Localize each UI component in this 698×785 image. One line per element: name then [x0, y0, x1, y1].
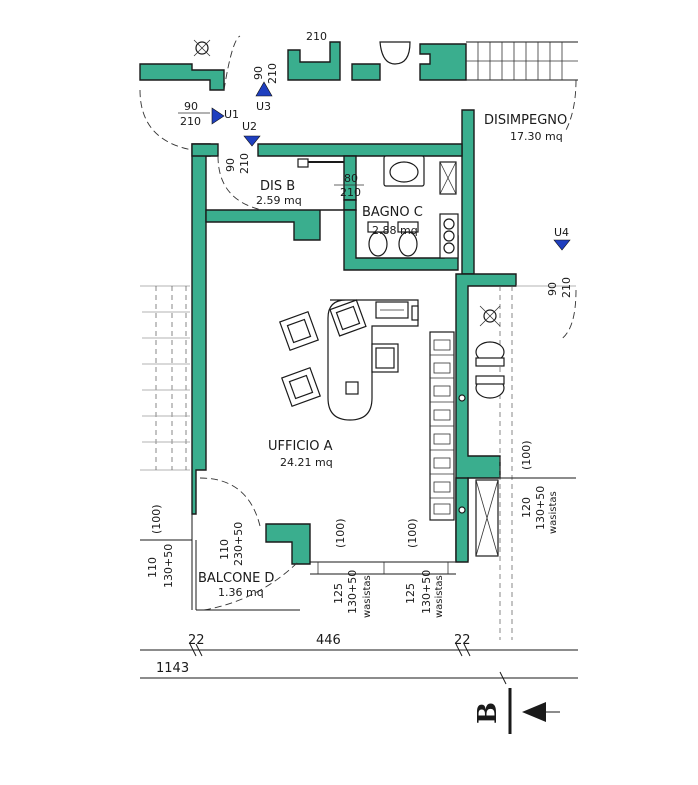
right-window-w1: 120	[520, 497, 533, 518]
wall-top-left	[139, 63, 225, 91]
wall-dis-bottom	[205, 199, 357, 241]
ceiling-light-icon	[193, 39, 211, 57]
outlet-icon	[411, 305, 419, 321]
room-dis-b-name: DIS B	[260, 179, 295, 194]
right-window-w2: 130+50	[534, 486, 547, 530]
dim-right: 22	[454, 633, 471, 648]
marker-u4-icon	[553, 239, 571, 251]
balcone-door-w1: 110	[218, 539, 231, 560]
bagno-door-width: 80	[344, 172, 358, 185]
wall-bottom-left	[265, 523, 311, 565]
furniture	[193, 39, 505, 557]
right-cabinet	[475, 479, 499, 557]
dim-left: 22	[188, 633, 205, 648]
marker-u1-icon	[211, 107, 225, 125]
wall-top-mid	[351, 63, 381, 81]
dim-total: 1143	[156, 661, 189, 676]
marker-u2-label: U2	[242, 120, 257, 133]
left-window-w2: 130+50	[162, 544, 175, 588]
section-arrow	[522, 702, 546, 722]
u3-height: 210	[266, 63, 279, 84]
window2-w1: 125	[404, 583, 417, 604]
u2-height: 210	[238, 153, 251, 174]
armchair-icon	[329, 299, 367, 337]
right-window-w3: wasistas	[548, 491, 559, 534]
room-disimpegno-area: 17.30 mq	[510, 130, 563, 143]
window1-w2: 130+50	[346, 570, 359, 614]
marker-u3-label: U3	[256, 100, 271, 113]
walls	[139, 41, 517, 565]
marker-u2-icon	[243, 135, 261, 147]
u1-width: 90	[184, 100, 198, 113]
wall-left-outer	[191, 143, 211, 515]
window2-paren: (100)	[406, 518, 419, 548]
u3-width: 90	[252, 66, 265, 80]
side-chair-2-icon	[475, 375, 505, 399]
shower-icon	[439, 161, 457, 195]
wall-vertical-center	[461, 109, 475, 275]
window2-w3: wasistas	[434, 575, 445, 618]
marker-u3-icon	[255, 81, 273, 97]
valve-icon	[458, 506, 466, 514]
wc-icon	[367, 221, 389, 257]
balcone-door-w2: 230+50	[232, 522, 245, 566]
top-partial-label: 210	[306, 30, 327, 43]
visitor-chair-2-icon	[281, 367, 321, 407]
wall-u2-left	[191, 143, 219, 157]
room-ufficio-a-area: 24.21 mq	[280, 456, 333, 469]
left-window-paren: (100)	[150, 504, 163, 534]
room-dis-b-area: 2.59 mq	[256, 194, 302, 207]
wall-top-center	[287, 41, 341, 81]
room-bagno-c-name: BAGNO C	[362, 205, 423, 220]
wall-top-right	[419, 43, 467, 81]
bidet-icon	[397, 221, 419, 257]
filing-cabinet	[429, 331, 455, 521]
u4-height: 210	[560, 277, 573, 298]
section-letter: B	[473, 702, 503, 724]
bagno-sink-icon	[383, 155, 425, 187]
sink-top-icon	[379, 41, 411, 65]
labels: DISIMPEGNO 17.30 mq DIS B 2.59 mq BAGNO …	[146, 30, 573, 724]
valve-icon	[458, 394, 466, 402]
u1-height: 210	[180, 115, 201, 128]
marker-u1-label: U1	[224, 108, 239, 121]
bagno-fittings	[439, 213, 459, 259]
visitor-chair-1-icon	[279, 311, 319, 351]
wall-right-lower	[455, 477, 469, 563]
side-chair-1-icon	[475, 341, 505, 367]
window1-w3: wasistas	[362, 575, 373, 618]
room-bagno-c-area: 2.88 mq	[372, 224, 418, 237]
markers	[211, 81, 571, 251]
window1-paren: (100)	[334, 518, 347, 548]
window2-w2: 130+50	[420, 570, 433, 614]
right-window-paren: (100)	[520, 440, 533, 470]
room-disimpegno-name: DISIMPEGNO	[484, 113, 567, 128]
window1-w1: 125	[332, 583, 345, 604]
bagno-door-height: 210	[340, 186, 361, 199]
u4-width: 90	[546, 282, 559, 296]
left-window-w1: 110	[146, 557, 159, 578]
ceiling-light-right-icon	[479, 305, 501, 327]
room-balcone-d-area: 1.36 mq	[218, 586, 264, 599]
u2-width: 90	[224, 158, 237, 172]
wall-dis-top	[257, 143, 463, 157]
room-balcone-d-name: BALCONE D	[198, 571, 274, 586]
desk-chair-icon	[371, 343, 399, 373]
dim-mid: 446	[316, 633, 341, 648]
linework	[139, 35, 578, 734]
room-ufficio-a-name: UFFICIO A	[268, 439, 333, 454]
marker-u4-label: U4	[554, 226, 569, 239]
